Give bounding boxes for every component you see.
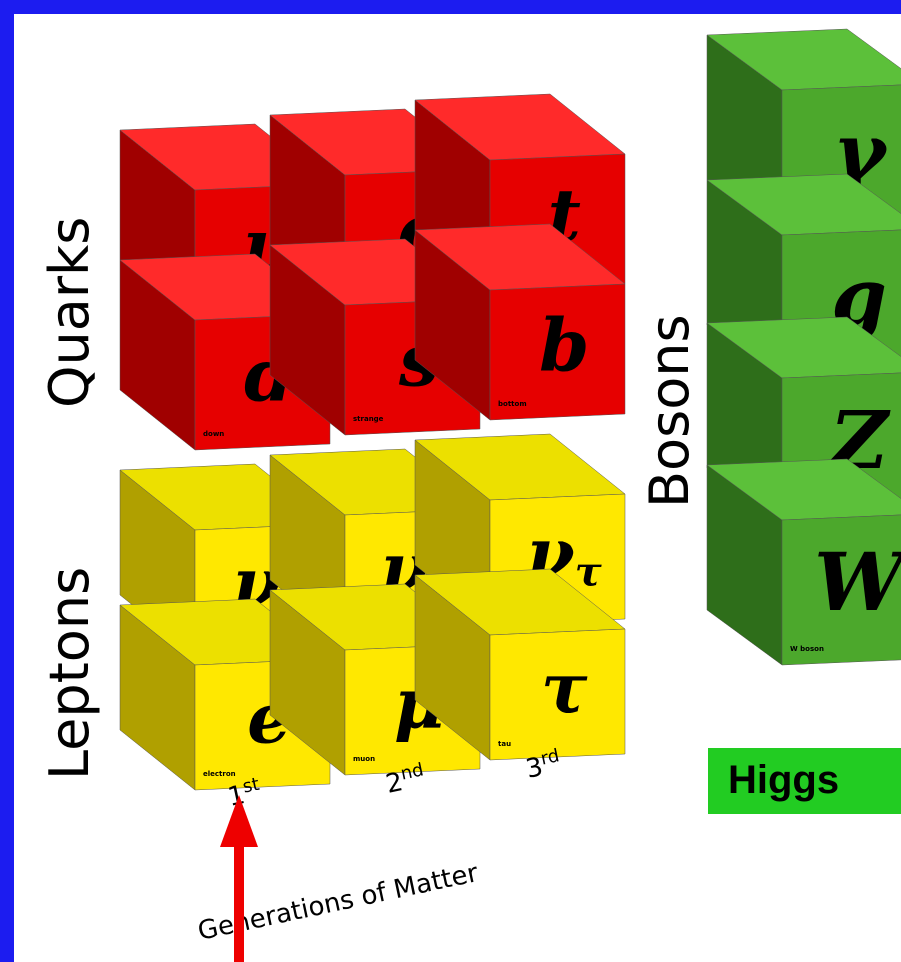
leptons-label: Leptons [38, 567, 101, 780]
lepton-2-symbol-sub: τ [575, 549, 602, 596]
cubes-layer: uupccharmttopddownsstrangebbottomνeelect… [119, 28, 901, 791]
quarks-label: Quarks [38, 217, 101, 408]
quark-b-symbol: b [539, 303, 589, 388]
quark-b-front-face [489, 283, 626, 421]
generation-arrow-icon [220, 795, 258, 962]
lepton-5-name: tau [498, 740, 511, 748]
svg-text:3rd: 3rd [523, 745, 564, 785]
lepton-5-symbol-main: τ [541, 649, 588, 730]
quark-b-symbol-main: b [539, 303, 589, 388]
gen1-suffix: st [241, 774, 261, 798]
higgs-label: Higgs [728, 758, 840, 802]
lepton-5-symbol: τ [541, 649, 588, 730]
higgs-box: Higgs [708, 748, 901, 814]
gen2-number: 2 [383, 767, 405, 800]
gen3-suffix: rd [539, 745, 561, 769]
lepton-4-name: muon [353, 755, 375, 763]
gen2-suffix: nd [399, 759, 426, 784]
quark-d-name: down [203, 430, 224, 438]
boson-3-name: W boson [790, 645, 824, 653]
gen3-number: 3 [523, 752, 545, 785]
svg-text:2nd: 2nd [383, 759, 428, 799]
lepton-3-name: electron [203, 770, 236, 778]
gen3-label: 3rd [523, 745, 564, 785]
boson-3-front-face [781, 514, 901, 666]
bosons-label: Bosons [638, 314, 701, 508]
boson-3-cube: W W boson [706, 458, 901, 666]
lepton-5-front-face [489, 628, 626, 761]
quark-b-cube: b bottom [414, 223, 626, 421]
quark-b-name: bottom [498, 400, 527, 408]
quark-s-name: strange [353, 415, 384, 423]
gen2-label: 2nd [383, 759, 428, 799]
boson-3-symbol-main: W [814, 535, 901, 629]
lepton-5-cube: τ tau [414, 568, 626, 761]
boson-3-symbol: W [814, 535, 901, 629]
